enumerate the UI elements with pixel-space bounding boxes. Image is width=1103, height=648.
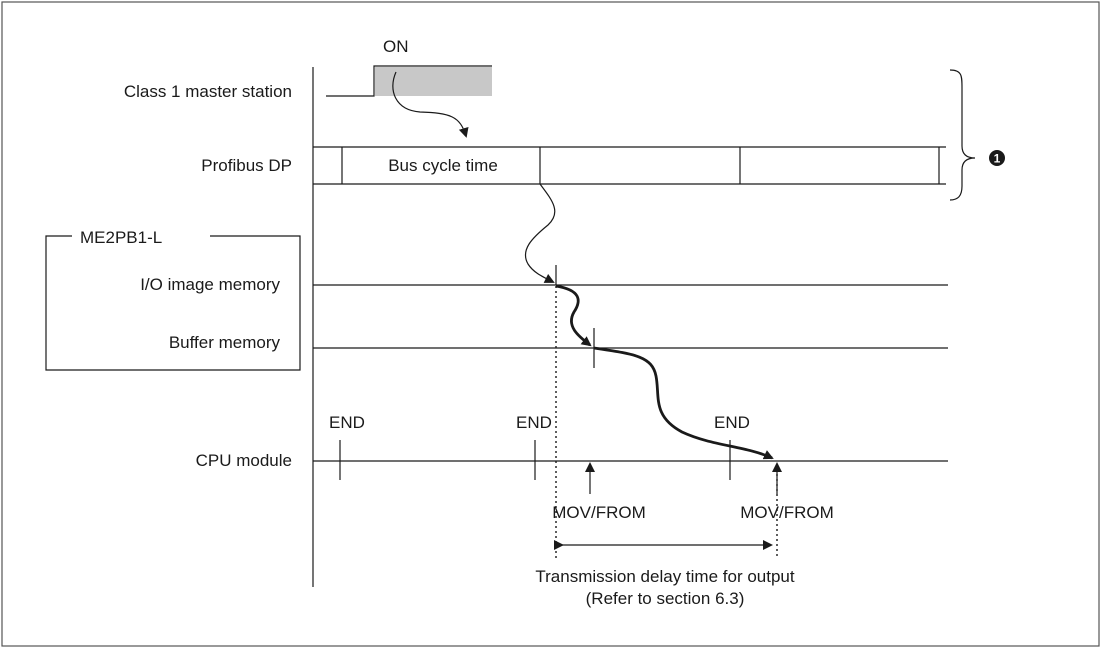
label-delay-title: Transmission delay time for output [535, 567, 794, 586]
on-pulse [375, 67, 492, 96]
callout-marker [989, 150, 1005, 166]
label-end-1: END [329, 413, 365, 432]
label-end-3: END [714, 413, 750, 432]
module-group-box [45, 235, 301, 371]
label-on: ON [383, 37, 409, 56]
label-buffer-memory: Buffer memory [169, 333, 281, 352]
label-delay-reference: (Refer to section 6.3) [586, 589, 745, 608]
io-to-buffer-arrow [555, 284, 592, 347]
buffer-to-cpu-arrow [593, 346, 774, 460]
bus-to-io-arrow [524, 183, 556, 283]
label-end-2: END [516, 413, 552, 432]
label-profibus: Profibus DP [201, 156, 292, 175]
master-signal [326, 65, 492, 97]
label-mov-from-1: MOV/FROM [552, 503, 646, 522]
callout-number: 1 [994, 152, 1001, 166]
label-master-station: Class 1 master station [124, 82, 292, 101]
label-io-memory: I/O image memory [140, 275, 280, 294]
label-cpu: CPU module [196, 451, 292, 470]
label-bus-cycle: Bus cycle time [388, 156, 498, 175]
label-mov-from-2: MOV/FROM [740, 503, 834, 522]
master-to-bus-arrow [392, 71, 469, 138]
label-module-group: ME2PB1-L [80, 228, 162, 247]
brace [949, 69, 976, 201]
